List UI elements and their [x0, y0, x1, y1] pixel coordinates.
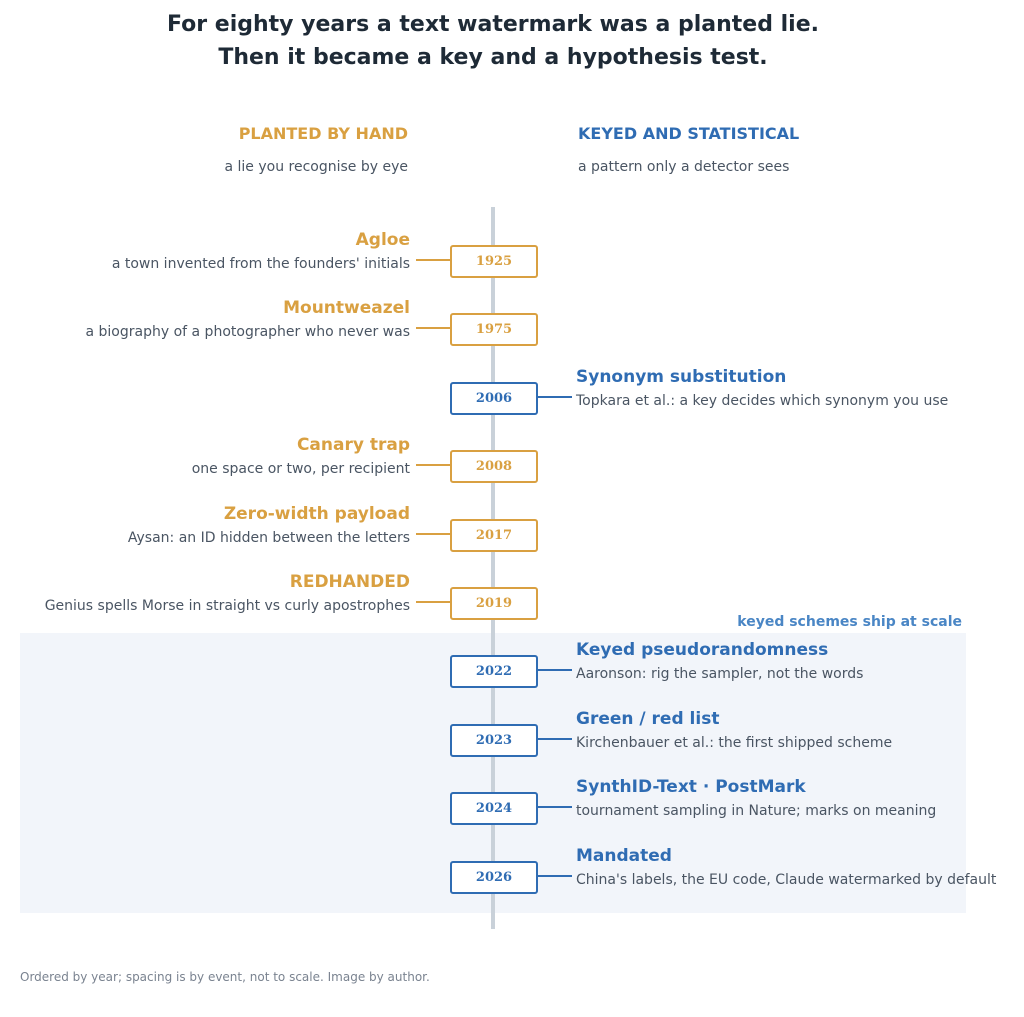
event-connector — [536, 396, 572, 398]
event-description: China's labels, the EU code, Claude wate… — [576, 872, 997, 888]
year-box: 2017 — [450, 519, 538, 552]
band-label: keyed schemes ship at scale — [737, 614, 962, 630]
event-description: Aaronson: rig the sampler, not the words — [576, 666, 864, 682]
left-column-heading: PLANTED BY HAND — [238, 124, 408, 143]
event-title: Synonym substitution — [576, 367, 787, 387]
footer-note: Ordered by year; spacing is by event, no… — [20, 970, 430, 984]
event-description: a biography of a photographer who never … — [85, 324, 411, 340]
event-title: SynthID-Text · PostMark — [576, 777, 806, 797]
event-title: Agloe — [355, 230, 410, 250]
year-box: 2019 — [450, 587, 538, 620]
event-connector — [536, 806, 572, 808]
event-connector — [416, 464, 452, 466]
title-line-2: Then it became a key and a hypothesis te… — [218, 45, 768, 70]
right-column-subtitle: a pattern only a detector sees — [578, 159, 790, 175]
event-description: a town invented from the founders' initi… — [111, 256, 410, 272]
event-connector — [416, 601, 452, 603]
event-description: one space or two, per recipient — [191, 461, 410, 477]
event-connector — [416, 259, 452, 261]
year-box: 2006 — [450, 382, 538, 415]
timeline-axis — [491, 207, 495, 929]
event-description: tournament sampling in Nature; marks on … — [576, 803, 937, 819]
year-box: 2008 — [450, 450, 538, 483]
event-title: Zero-width payload — [223, 504, 410, 524]
event-connector — [536, 669, 572, 671]
year-box: 1975 — [450, 313, 538, 346]
event-description: Kirchenbauer et al.: the first shipped s… — [576, 735, 893, 751]
event-title: Canary trap — [296, 435, 410, 455]
chart-title: For eighty years a text watermark was a … — [0, 8, 986, 74]
event-connector — [536, 738, 572, 740]
year-box: 2022 — [450, 655, 538, 688]
event-connector — [536, 875, 572, 877]
event-description: Aysan: an ID hidden between the letters — [127, 530, 410, 546]
year-box: 2026 — [450, 861, 538, 894]
event-description: Genius spells Morse in straight vs curly… — [44, 598, 410, 614]
event-title: Mandated — [576, 846, 672, 866]
title-line-1: For eighty years a text watermark was a … — [167, 12, 819, 37]
event-description: Topkara et al.: a key decides which syno… — [576, 393, 949, 409]
right-column-heading: KEYED AND STATISTICAL — [578, 124, 800, 143]
year-box: 2023 — [450, 724, 538, 757]
event-title: REDHANDED — [289, 572, 410, 592]
left-column-subtitle: a lie you recognise by eye — [224, 159, 408, 175]
event-title: Mountweazel — [283, 298, 410, 318]
event-title: Keyed pseudorandomness — [576, 640, 829, 660]
event-connector — [416, 327, 452, 329]
event-title: Green / red list — [576, 709, 720, 729]
year-box: 1925 — [450, 245, 538, 278]
year-box: 2024 — [450, 792, 538, 825]
event-connector — [416, 533, 452, 535]
